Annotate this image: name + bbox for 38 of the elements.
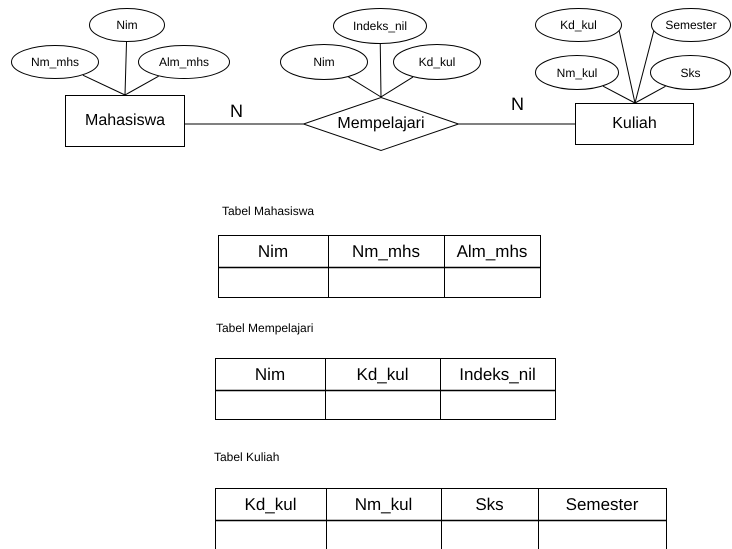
column-header: Nm_kul (354, 494, 414, 516)
entity-box: Kuliah (575, 103, 694, 145)
column-header: Nim (254, 364, 286, 386)
table-title: Tabel Mahasiswa (222, 205, 314, 217)
attribute-line (380, 44, 382, 98)
table-title: Tabel Kuliah (214, 451, 280, 463)
attribute-line (124, 42, 128, 96)
attribute-ellipse: Indeks_nil (333, 8, 427, 44)
cardinality-label: N (230, 102, 243, 120)
attribute-line (380, 76, 414, 98)
column-header: Alm_mhs (456, 241, 528, 263)
attribute-ellipse: Nim (89, 8, 165, 42)
attribute-ellipse: Kd_kul (393, 44, 481, 80)
attribute-line (602, 86, 636, 104)
column-header: Nm_mhs (350, 241, 421, 263)
column-header: Sks (474, 494, 505, 516)
attribute-ellipse: Kd_kul (535, 8, 622, 42)
attribute-ellipse: Alm_mhs (138, 45, 230, 79)
attribute-ellipse: Sks (650, 55, 731, 90)
attribute-line (618, 30, 636, 104)
column-header: Nim (256, 241, 290, 263)
attribute-line (348, 76, 382, 98)
cardinality-label: N (511, 95, 524, 113)
table-title: Tabel Mempelajari (216, 322, 314, 334)
attribute-line (124, 76, 160, 96)
entity-box: Mahasiswa (65, 95, 185, 147)
column-header: Indeks_nil (458, 364, 537, 386)
relationship-diamond: Mempelajari (303, 97, 459, 151)
column-header: Kd_kul (356, 364, 410, 386)
attribute-ellipse: Semester (651, 8, 731, 42)
attribute-ellipse: Nim (280, 44, 368, 80)
attribute-ellipse: Nm_kul (535, 55, 619, 90)
attribute-ellipse: Nm_mhs (11, 45, 99, 79)
attribute-line (634, 86, 666, 104)
attribute-line (82, 74, 126, 96)
attribute-line (634, 30, 654, 104)
column-header: Kd_kul (244, 494, 298, 516)
column-header: Semester (564, 494, 640, 516)
